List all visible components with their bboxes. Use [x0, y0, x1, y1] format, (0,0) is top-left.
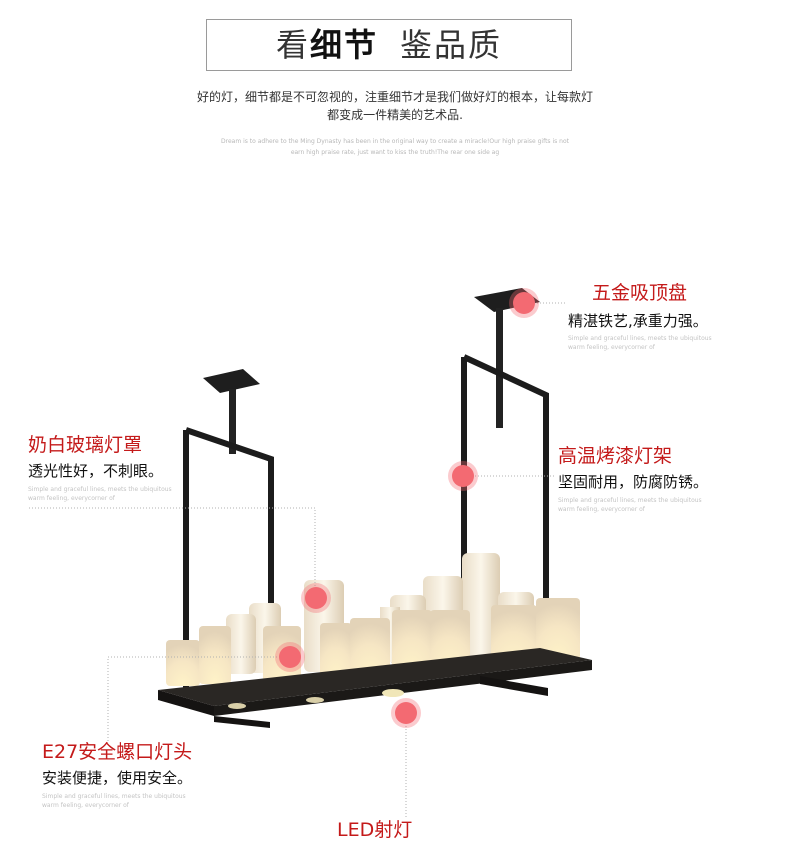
marker-paint-frame — [452, 465, 474, 487]
led-spot-title: LED射灯 — [337, 819, 413, 841]
marker-e27-socket — [279, 646, 301, 668]
glass-shade-title: 奶白玻璃灯罩 — [28, 434, 143, 456]
ceiling-plate-desc: 精湛铁艺,承重力强。 — [568, 312, 708, 330]
title-part-3: 鉴品质 — [400, 26, 503, 64]
leader-lines — [28, 302, 567, 818]
marker-glass-shade — [305, 587, 327, 609]
callout-ceiling-plate: 五金吸顶盘 — [592, 284, 687, 303]
intro-line-2: 都变成一件精美的艺术品. — [327, 108, 463, 122]
page-title-box: 看 细节 鉴品质 — [206, 19, 572, 71]
rod-left — [229, 389, 236, 454]
e27-socket-desc: 安装便捷，使用安全。 — [42, 769, 193, 787]
paint-frame-desc: 坚固耐用，防腐防锈。 — [558, 473, 709, 491]
e27-socket-tiny-2: warm feeling, everycorner of — [42, 802, 129, 809]
intro-text: 好的灯，细节都是不可忽视的，注重细节才是我们做好灯的根本，让每款灯 都变成一件精… — [120, 88, 670, 124]
callout-e27-socket: E27安全螺口灯头 安装便捷，使用安全。 Simple and graceful… — [42, 743, 192, 810]
ceiling-plate-title: 五金吸顶盘 — [592, 282, 688, 304]
callout-led-spot: LED射灯 — [337, 821, 412, 840]
marker-ceiling-plate — [513, 292, 535, 314]
intro-en-line-1: Dream is to adhere to the Ming Dynasty h… — [221, 138, 569, 145]
rod-right — [496, 308, 503, 428]
paint-frame-title: 高温烤漆灯架 — [558, 445, 673, 467]
ceiling-plate-tiny-1: Simple and graceful lines, meets the ubi… — [568, 335, 712, 342]
marker-led-spot — [395, 702, 417, 724]
ceiling-plate-left — [203, 369, 260, 393]
callout-glass-shade: 奶白玻璃灯罩 透光性好，不刺眼。 Simple and graceful lin… — [28, 436, 172, 503]
glass-shade-tiny-2: warm feeling, everycorner of — [28, 495, 115, 502]
glass-shade-desc: 透光性好，不刺眼。 — [28, 462, 164, 480]
title-part-2: 细节 — [309, 26, 378, 64]
ceiling-plate-tiny-2: warm feeling, everycorner of — [568, 344, 655, 351]
title-part-1: 看 — [275, 26, 310, 64]
intro-english: Dream is to adhere to the Ming Dynasty h… — [190, 136, 600, 158]
paint-frame-tiny-2: warm feeling, everycorner of — [558, 506, 645, 513]
intro-line-1: 好的灯，细节都是不可忽视的，注重细节才是我们做好灯的根本，让每款灯 — [196, 90, 593, 104]
glass-shade-tiny-1: Simple and graceful lines, meets the ubi… — [28, 486, 172, 493]
callout-paint-frame: 高温烤漆灯架 坚固耐用，防腐防锈。 Simple and graceful li… — [558, 447, 708, 514]
candle-tray-top — [158, 648, 592, 706]
e27-socket-tiny-1: Simple and graceful lines, meets the ubi… — [42, 793, 186, 800]
paint-frame-tiny-1: Simple and graceful lines, meets the ubi… — [558, 497, 702, 504]
intro-en-line-2: earn high praise rate, just want to kiss… — [290, 149, 500, 156]
e27-socket-title: E27安全螺口灯头 — [42, 741, 193, 763]
